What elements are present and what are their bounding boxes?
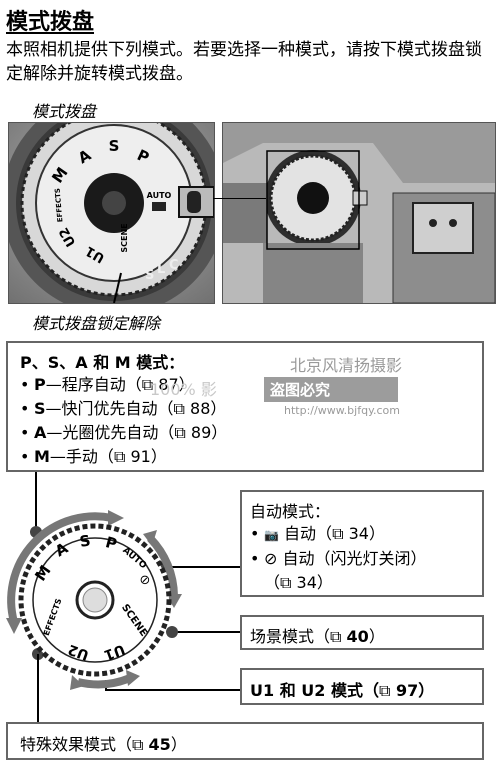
page-ref: ⧉ 34	[332, 524, 369, 543]
dial-mode-u1: U1	[102, 641, 127, 663]
mode-dial-illustration: S A M P AUTO EFFECTS U2 U1 SCENE L C S	[9, 123, 214, 303]
auto-title: 自动模式：	[250, 502, 331, 521]
u1-u2-mode-box: U1 和 U2 模式（⧉ 97）	[240, 668, 484, 705]
camera-top-illustration	[223, 123, 495, 303]
psam-range-arc	[7, 512, 113, 624]
psam-title: P、S、A 和 M 模式：	[20, 353, 185, 372]
psam-item-p: •P—程序自动（⧉ 87）	[20, 375, 195, 394]
effects-mode-box: 特殊效果模式（⧉ 45）	[6, 722, 484, 760]
auto-icon: 📷	[264, 528, 279, 542]
watermark-url: http://www.bjfqy.com	[284, 404, 400, 417]
dial-label-scene: SCENE	[120, 223, 129, 252]
dial-mode-p: P	[104, 533, 119, 553]
auto-range-arc	[147, 535, 178, 597]
caption-mode-dial: 模式拨盘	[32, 102, 97, 121]
watermark-bar: 盗图必究	[264, 377, 398, 402]
camera-icon	[152, 202, 166, 211]
release-label-c: C	[169, 258, 179, 273]
page-title: 模式拨盘	[6, 10, 95, 35]
psam-item-s: •S—快门优先自动（⧉ 88）	[20, 399, 227, 418]
page-ref: ⧉ 87	[141, 375, 179, 394]
mode-dial-photo: S A M P AUTO EFFECTS U2 U1 SCENE L C S	[8, 122, 215, 304]
auto-item: •📷 自动（⧉ 34）	[250, 524, 385, 543]
auto-flash-off-item: •⊘ 自动（闪光灯关闭）	[250, 549, 427, 568]
caption-dial-lock-release: 模式拨盘锁定解除	[32, 314, 161, 333]
auto-modes-box: 自动模式： •📷 自动（⧉ 34） •⊘ 自动（闪光灯关闭） （⧉ 34）	[240, 490, 484, 597]
dial-lock-release[interactable]	[187, 191, 201, 213]
watermark-line1: 北京风清扬摄影	[290, 356, 403, 375]
camera-top-photo	[222, 122, 496, 304]
u1-u2-range-arc	[77, 674, 132, 689]
auto-mode-list: •📷 自动（⧉ 34） •⊘ 自动（闪光灯关闭） （⧉ 34）	[250, 522, 482, 595]
psam-modes-box: P、S、A 和 M 模式： •P—程序自动（⧉ 87） •S—快门优先自动（⧉ …	[6, 341, 484, 472]
scene-mode-box: 场景模式（⧉ 40）	[240, 615, 484, 650]
watermark-faint: 100% 影	[150, 380, 217, 399]
psam-item-a: •A—光圈优先自动（⧉ 89）	[20, 423, 228, 442]
page-ref: ⧉ 88	[173, 399, 211, 418]
dial-label-effects: EFFECTS	[54, 188, 65, 223]
page-ref: ⧉	[378, 681, 391, 700]
flash-off-icon: ⊘	[264, 549, 278, 568]
page-ref: ⧉ 91	[113, 447, 151, 466]
connector-dot-scene	[166, 626, 178, 638]
dial-flash-off-icon: ⊘	[140, 573, 151, 588]
page-ref: ⧉	[330, 627, 342, 646]
page-ref: ⧉ 89	[174, 423, 212, 442]
release-label-l: L	[157, 262, 165, 277]
page-ref: ⧉ 34	[280, 573, 317, 592]
psam-mode-list: •P—程序自动（⧉ 87） •S—快门优先自动（⧉ 88） •A—光圈优先自动（…	[20, 373, 482, 469]
psam-item-m: •M—手动（⧉ 91）	[20, 447, 167, 466]
auto-flash-off-ref: （⧉ 34）	[264, 573, 333, 592]
dial-label-auto: AUTO	[147, 191, 172, 200]
release-label-s: S	[145, 268, 154, 283]
dial-label-s: S	[109, 137, 120, 155]
dial-mode-s: S	[78, 531, 92, 551]
mode-dial-diagram: A M S P AUTO ⊘ EFFECTS U2 U1 SCENE	[6, 472, 240, 722]
intro-text: 本照相机提供下列模式。若要选择一种模式，请按下模式拨盘锁定解除并旋转模式拨盘。	[6, 40, 482, 84]
dial-mode-u2: U2	[66, 641, 91, 663]
page-ref: ⧉	[132, 735, 144, 754]
